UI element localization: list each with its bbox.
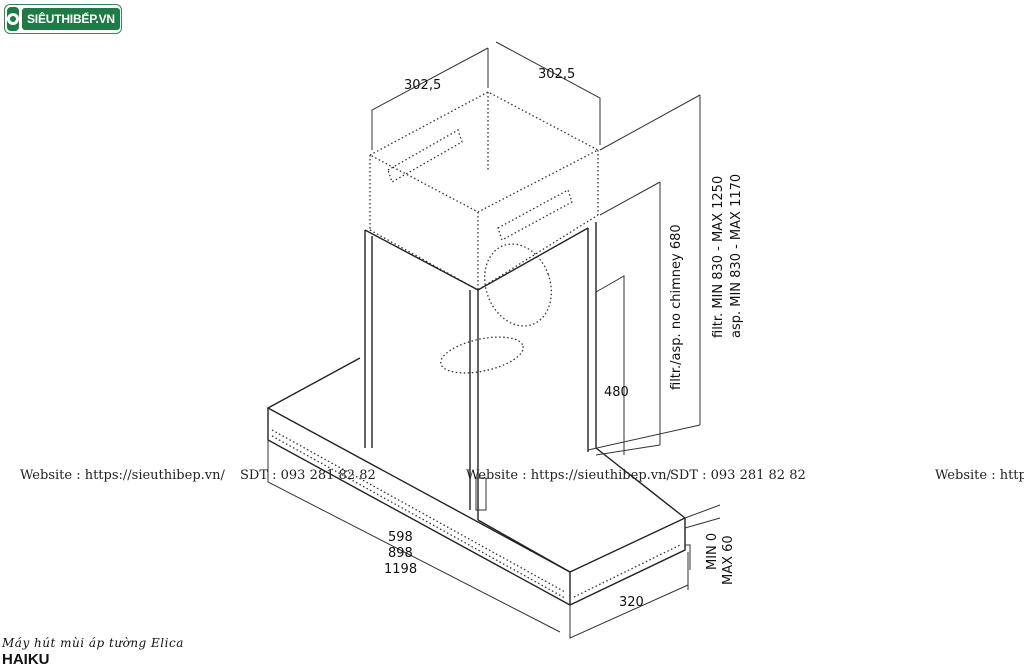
watermark-website-1: Website : https://sieuthibep.vn/	[20, 468, 225, 483]
height-dimension-lines	[587, 94, 721, 570]
watermark-phone-2: SDT : 093 281 82 82	[670, 468, 806, 483]
offset-min-label: MIN 0	[705, 533, 720, 570]
site-logo[interactable]: SIÊUTHIBẾP.VN	[4, 4, 122, 34]
watermark-phone-1: SDT : 093 281 82 82	[240, 468, 376, 483]
width-898-label: 898	[388, 546, 413, 561]
logo-text: SIÊUTHIBẾP.VN	[22, 8, 120, 30]
product-model: HAIKU	[2, 651, 50, 668]
height-filtr-label: filtr. MIN 830 - MAX 1250	[711, 176, 726, 338]
chimney-outline	[368, 91, 600, 374]
product-type: Máy hút mùi áp tường Elica	[2, 636, 184, 650]
chimney-dimension-lines	[371, 41, 601, 150]
depth-label: 320	[619, 595, 644, 610]
width-598-label: 598	[388, 530, 413, 545]
height-asp-label: asp. MIN 830 - MAX 1170	[729, 174, 744, 338]
logo-mark-icon	[7, 7, 19, 31]
product-caption: Máy hút mùi áp tường Elica HAIKU	[2, 636, 184, 668]
offset-max-label: MAX 60	[721, 535, 736, 585]
chimney-width-left-label: 302,5	[404, 78, 441, 93]
chimney-width-right-label: 302,5	[538, 67, 575, 82]
watermark-website-2: Website : https://sieuthibep.vn/	[466, 468, 671, 483]
no-chimney-label: filtr./asp. no chimney 680	[669, 224, 684, 390]
width-1198-label: 1198	[384, 562, 417, 577]
watermark-website-3: Website : http	[935, 468, 1024, 483]
hood-body	[266, 222, 686, 606]
base-dimension-lines	[267, 440, 689, 639]
body-height-label: 480	[604, 385, 629, 400]
